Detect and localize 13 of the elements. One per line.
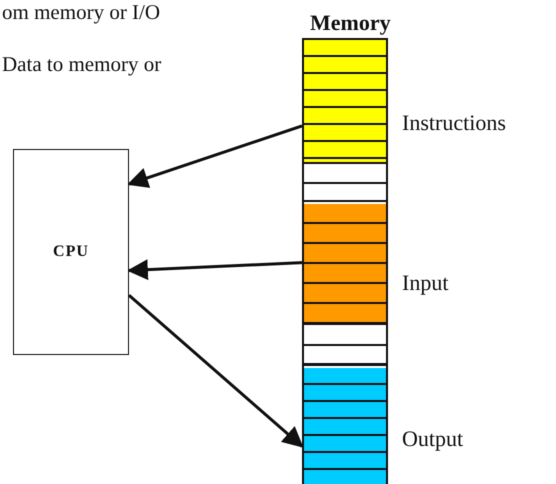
note-text: Data to memory or — [2, 54, 162, 75]
segment-label: Instructions — [402, 112, 506, 134]
memory-heading: Memory — [310, 12, 391, 34]
cpu-label: CPU — [53, 243, 89, 261]
cpu-box — [13, 149, 129, 355]
segment-label: Input — [402, 272, 448, 294]
arrow — [128, 294, 304, 448]
memory-segment — [304, 368, 386, 484]
arrow — [127, 124, 302, 188]
note-text: om memory or I/O — [2, 2, 160, 23]
memory-segment — [304, 204, 386, 325]
segment-label: Output — [402, 428, 464, 450]
memory-segment — [304, 40, 386, 164]
